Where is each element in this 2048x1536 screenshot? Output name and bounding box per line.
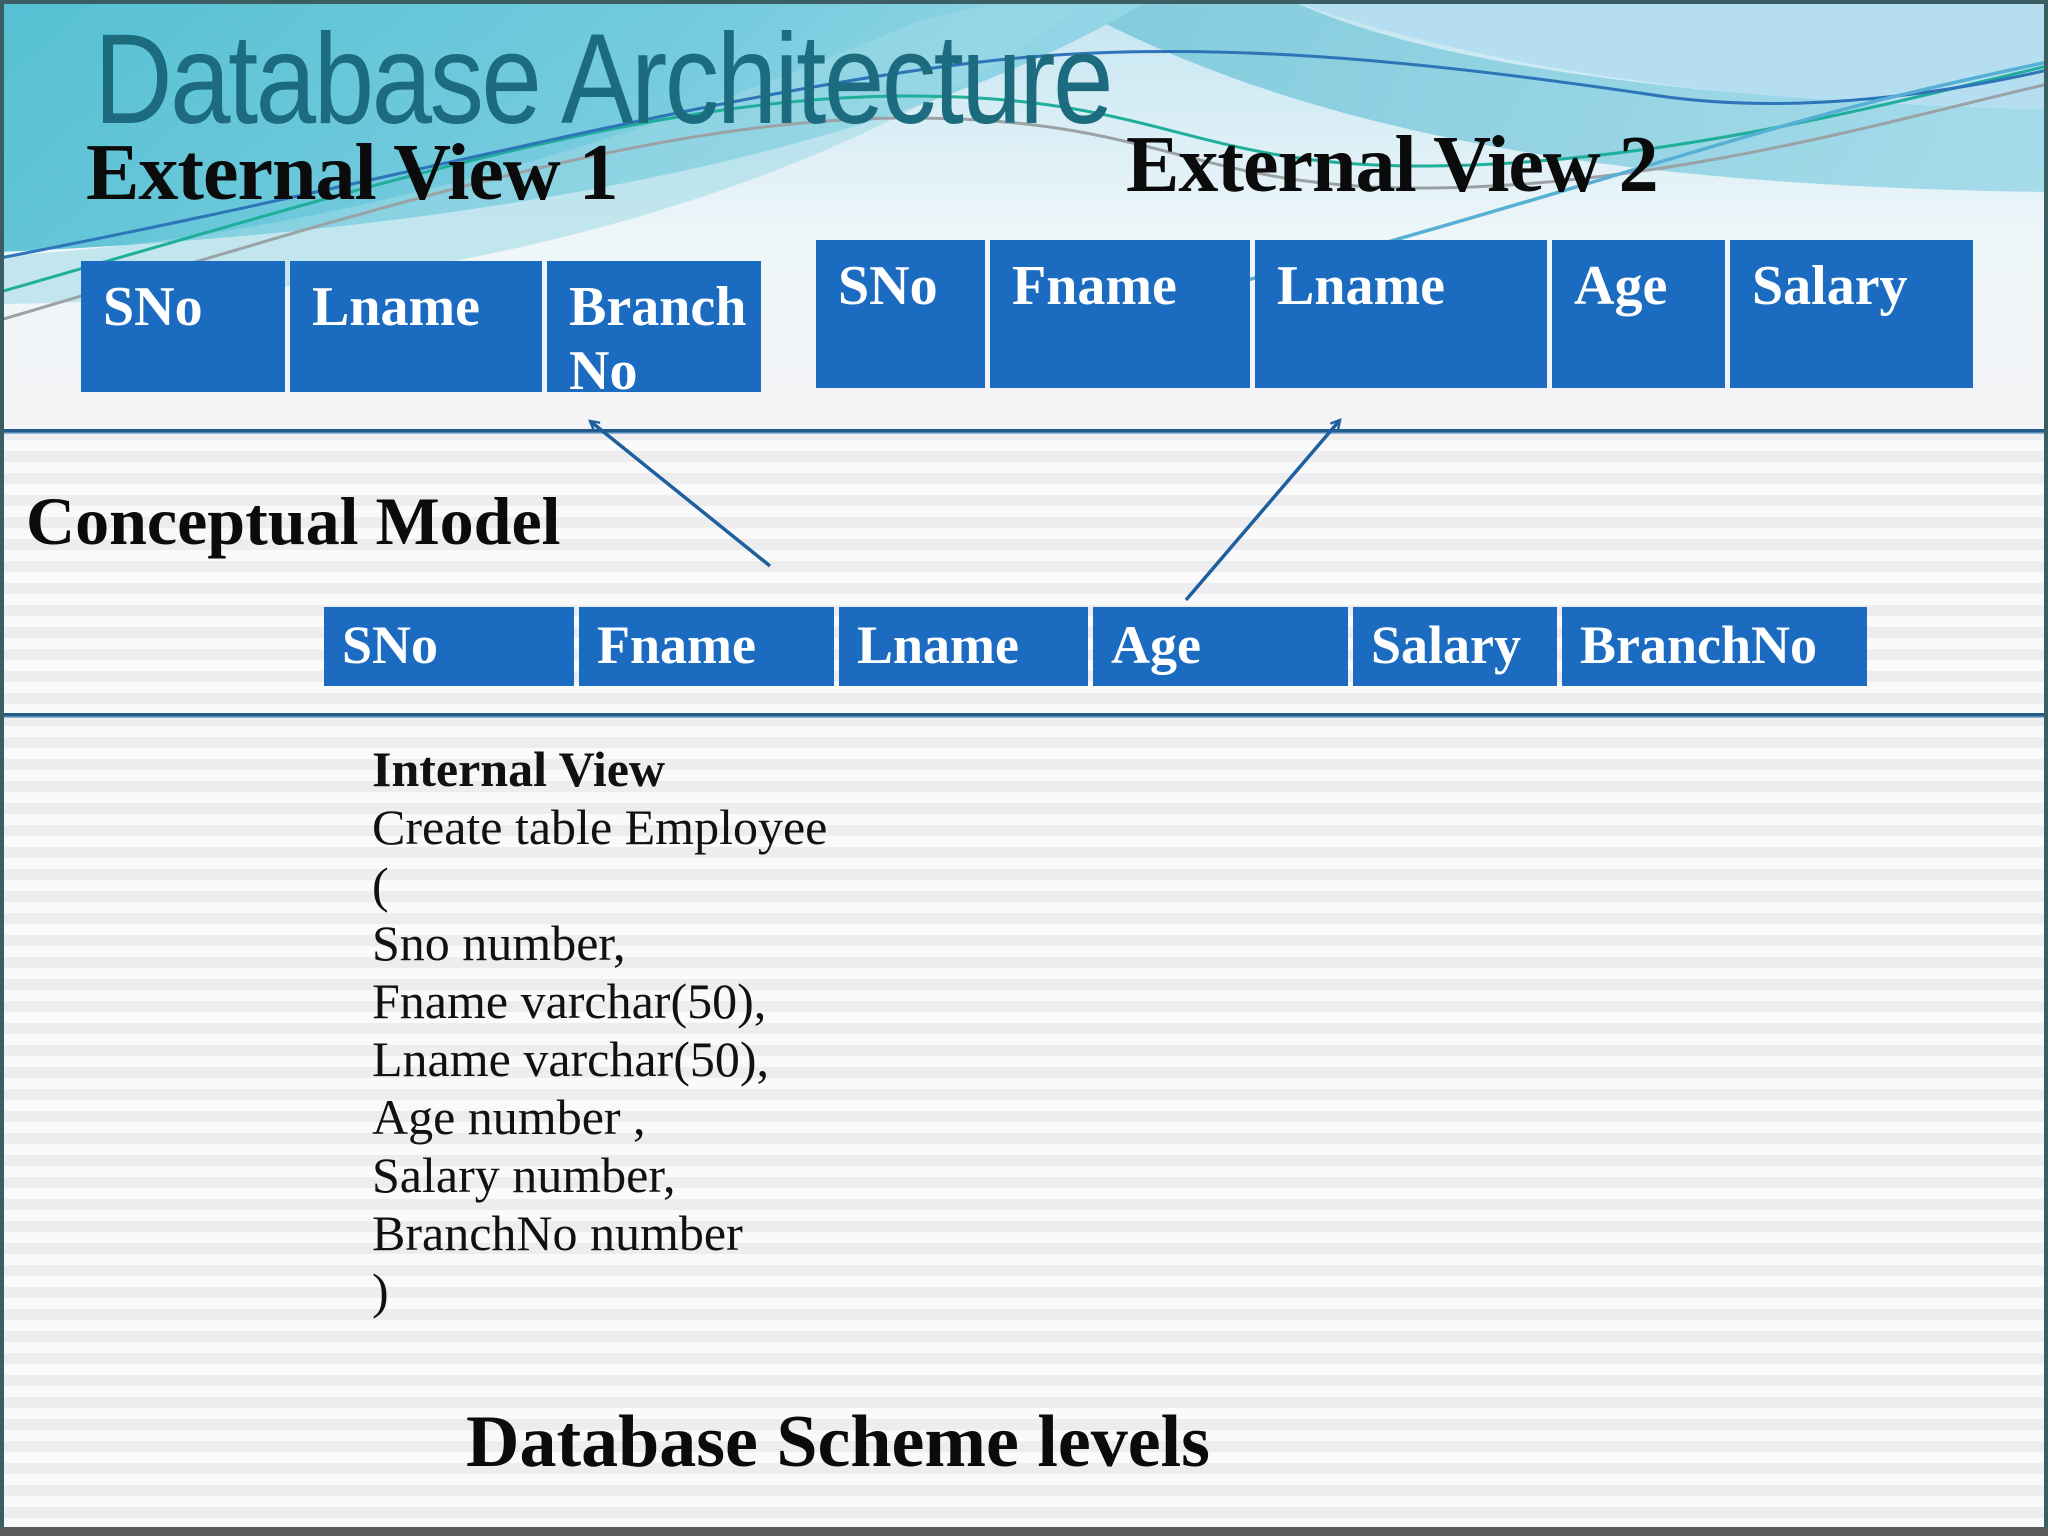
- conceptual-model-table: SNo Fname Lname Age Salary BranchNo: [324, 607, 1867, 686]
- sql-line: (: [372, 857, 389, 913]
- table-cell: Lname: [839, 607, 1088, 686]
- external-view-1-table: SNo Lname Branch No: [81, 261, 761, 402]
- slide-border-top: [0, 0, 2048, 4]
- table-cell: Salary: [1353, 607, 1557, 686]
- table-cell: Age: [1093, 607, 1348, 686]
- table-cell: SNo: [816, 240, 985, 388]
- table-cell: SNo: [81, 261, 285, 392]
- gray-accent-line: [0, 82, 2048, 322]
- table-cell: Fname: [579, 607, 834, 686]
- sql-line: Fname varchar(50),: [372, 973, 767, 1029]
- arrow-to-external-view-2: [1184, 420, 1340, 602]
- section-divider-bottom: [0, 713, 2048, 719]
- pale-teal-wave: [0, 0, 1090, 304]
- slide-border-left: [0, 0, 4, 1536]
- footer-heading: Database Scheme levels: [466, 1401, 1210, 1483]
- table-cell: Fname: [990, 240, 1250, 388]
- sql-line: Sno number,: [372, 915, 626, 971]
- sql-line: Salary number,: [372, 1147, 676, 1203]
- right-teal-band: [1060, 0, 2048, 192]
- corner-lightblue-wave: [1290, 0, 2048, 112]
- sql-line: Age number ,: [372, 1089, 646, 1145]
- external-view-2-table: SNo Fname Lname Age Salary: [816, 240, 1973, 388]
- slide-border-bottom: [0, 1527, 2048, 1536]
- slide-border-right: [2044, 0, 2048, 1536]
- external-view-1-heading: External View 1: [86, 129, 619, 217]
- table-cell: SNo: [324, 607, 574, 686]
- conceptual-model-heading: Conceptual Model: [26, 483, 561, 559]
- slide-title: Database Architecture: [94, 8, 1113, 151]
- internal-view-block: Internal View Create table Employee ( Sn…: [372, 740, 827, 1320]
- external-view-2-heading: External View 2: [1126, 121, 1659, 209]
- section-divider-top: [0, 429, 2048, 435]
- table-cell: Branch No: [547, 261, 761, 402]
- table-cell: Salary: [1730, 240, 1973, 388]
- green-accent-line: [0, 64, 2048, 294]
- sql-line: Lname varchar(50),: [372, 1031, 769, 1087]
- table-cell: BranchNo: [1562, 607, 1867, 686]
- blue-accent-line: [0, 49, 2048, 260]
- sql-line: Create table Employee: [372, 799, 828, 855]
- internal-view-heading: Internal View: [372, 741, 666, 797]
- table-cell: Lname: [1255, 240, 1547, 388]
- table-cell: Lname: [290, 261, 542, 392]
- table-cell: Age: [1552, 240, 1725, 388]
- sql-line: BranchNo number: [372, 1205, 743, 1261]
- arrow-to-external-view-1: [590, 421, 772, 568]
- sql-line: ): [372, 1263, 389, 1319]
